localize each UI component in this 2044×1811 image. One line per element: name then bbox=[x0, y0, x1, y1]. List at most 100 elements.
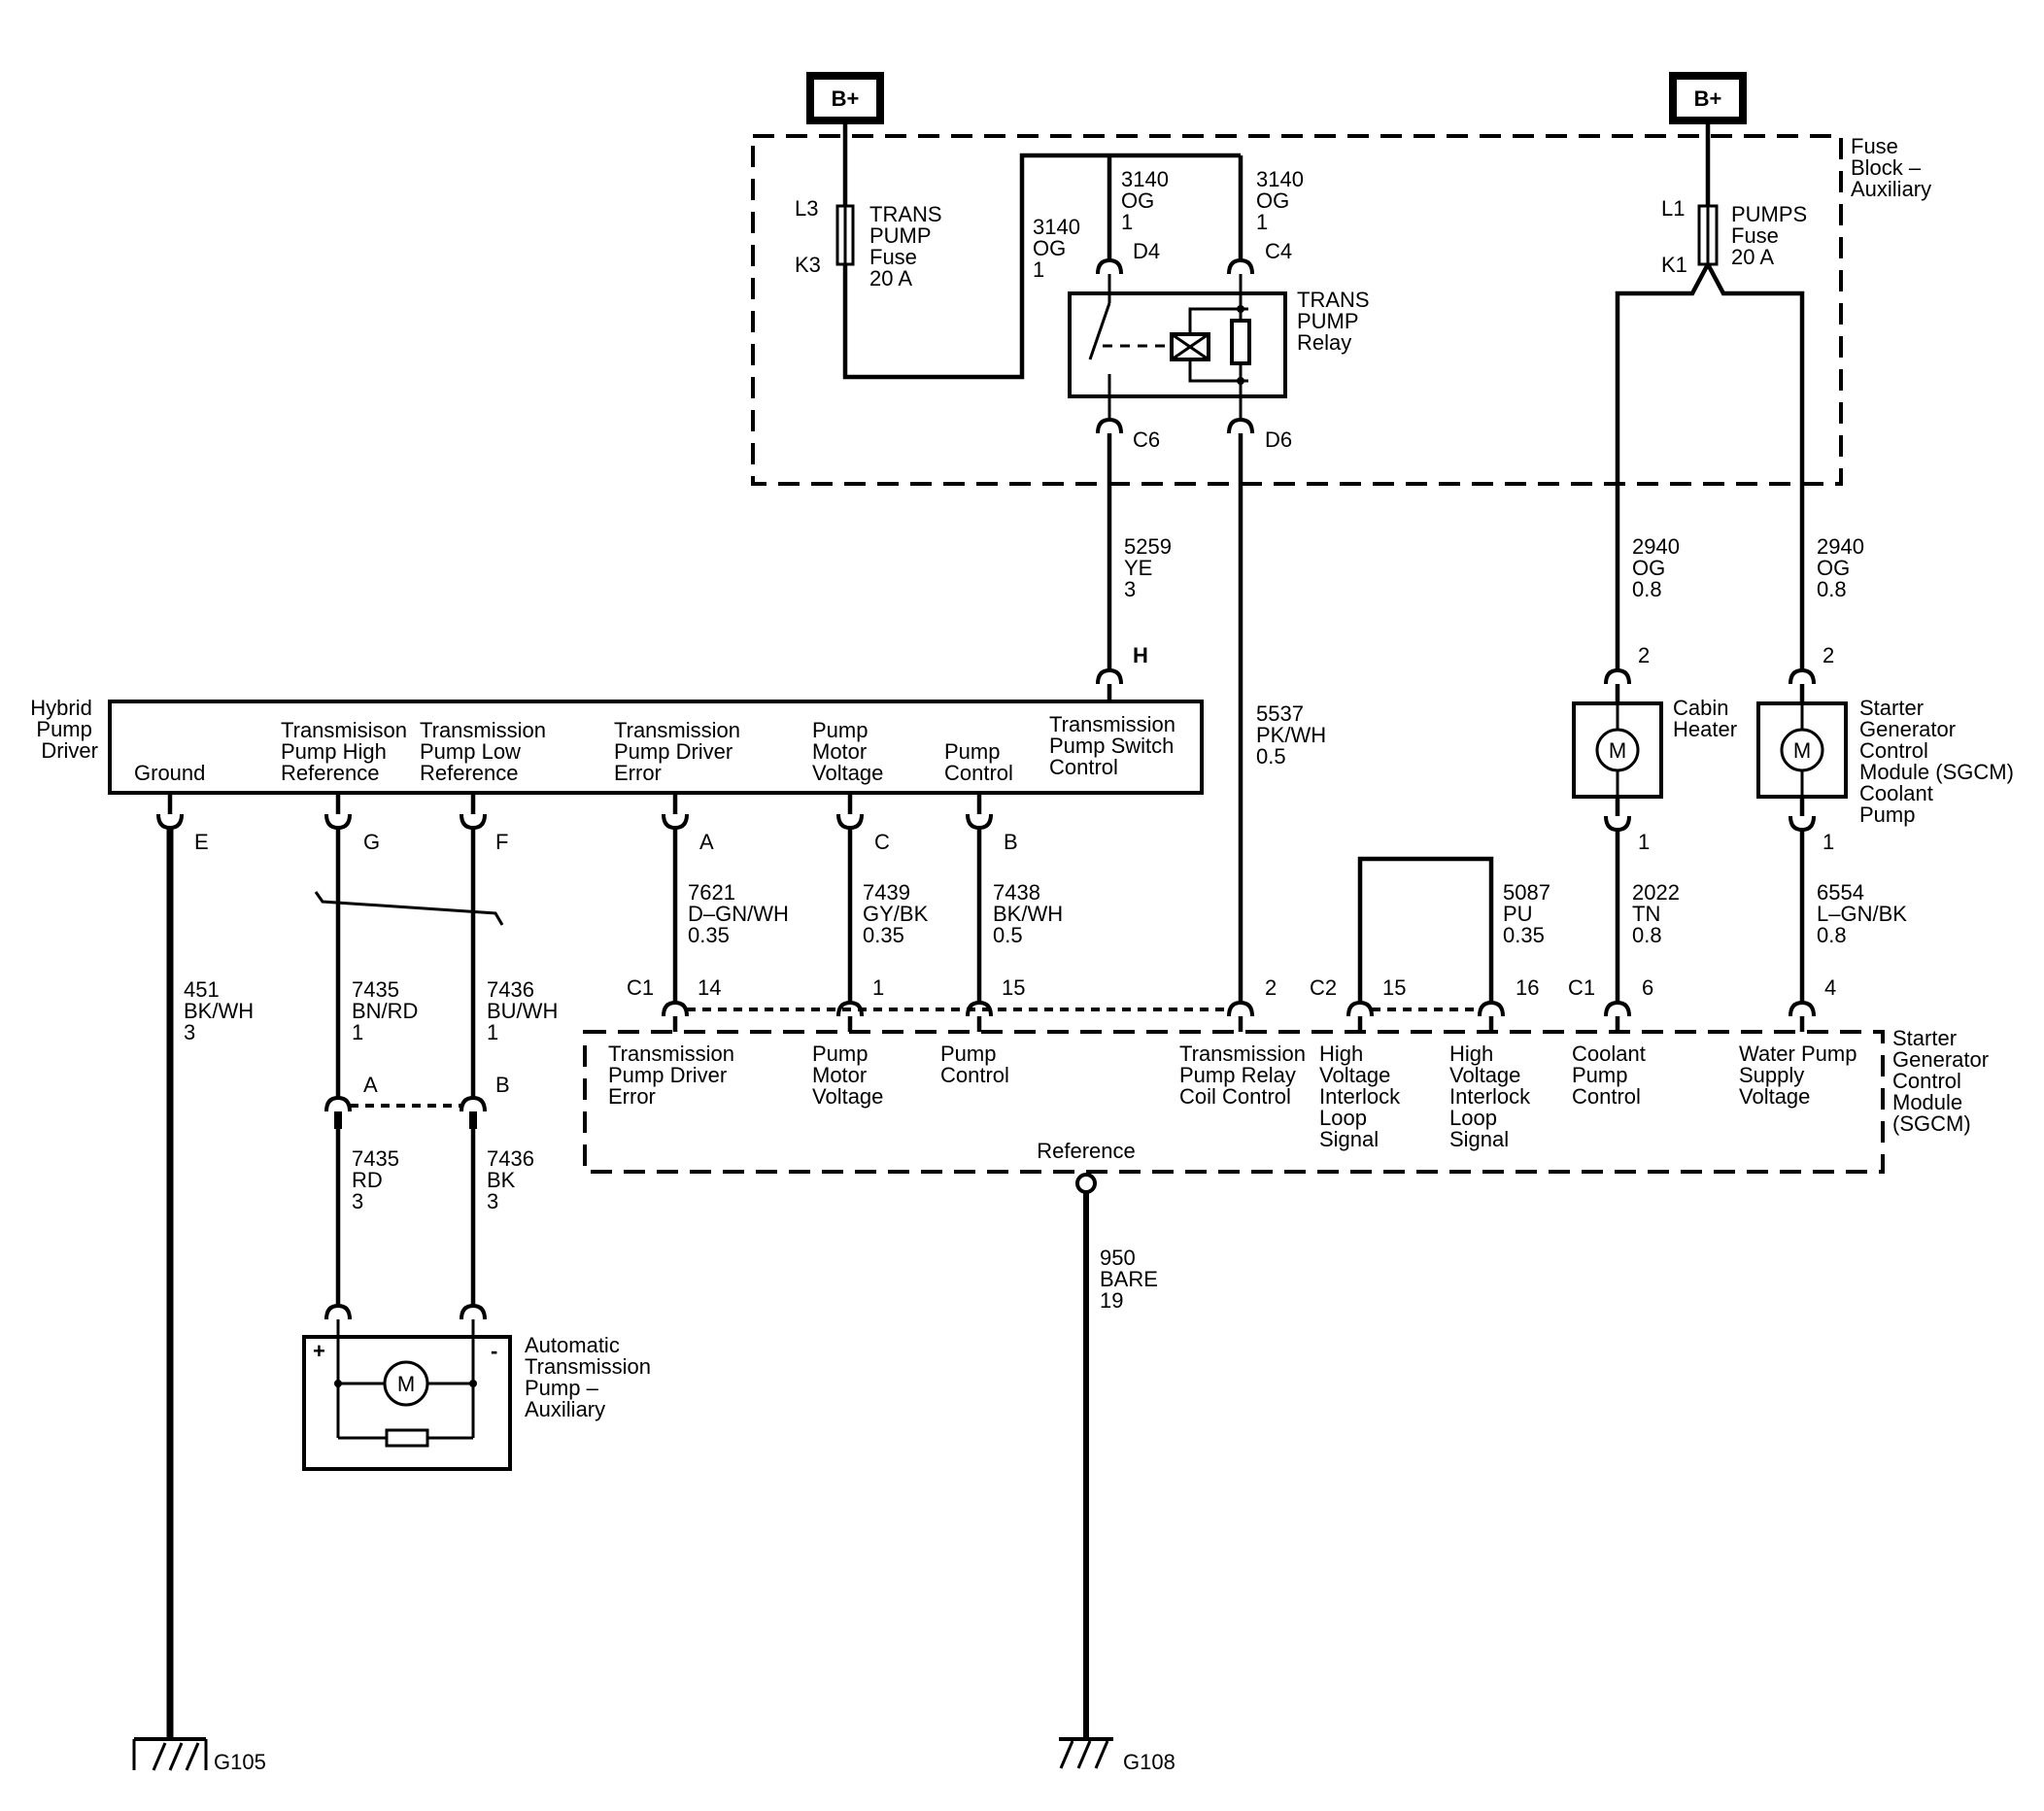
hpd-pin-a: A bbox=[699, 830, 714, 854]
wire-7435-a-label: 7435 BN/RD 1 bbox=[352, 977, 425, 1044]
connector-d6 bbox=[1227, 417, 1254, 434]
hpd-cell-driver-error: Transmission Pump Driver Error bbox=[614, 718, 746, 785]
bplus-right-label: B+ bbox=[1694, 86, 1722, 111]
cabin-heater-pin-bottom: 1 bbox=[1638, 830, 1650, 854]
sgcm-pin-15b: 15 bbox=[1382, 975, 1406, 1000]
aux-pump bbox=[302, 1303, 512, 1471]
ground-g108-symbol bbox=[1059, 1737, 1113, 1769]
coolant-pump-pin-bottom: 1 bbox=[1823, 830, 1834, 854]
hpd-pin-g: G bbox=[363, 830, 380, 854]
inline-pin-a: A bbox=[363, 1073, 378, 1097]
sgcm-cell-water-supply: Water Pump Supply Voltage bbox=[1739, 1042, 1863, 1109]
hpd-cell-switch-control: Transmission Pump Switch Control bbox=[1049, 712, 1181, 779]
sgcm-pin-15a: 15 bbox=[1002, 975, 1025, 1000]
sgcm-cell-driver-error: Transmission Pump Driver Error bbox=[608, 1042, 740, 1109]
hpd-cell-high-ref: Transmisison Pump High Reference bbox=[281, 718, 413, 785]
ground-g108-label: G108 bbox=[1123, 1750, 1175, 1774]
trans-fuse-pin-in: L3 bbox=[795, 196, 818, 221]
connector-c6 bbox=[1096, 417, 1123, 434]
sgcm-conn-c1-right: C1 bbox=[1568, 975, 1595, 1000]
connector-h bbox=[1096, 667, 1123, 685]
coolant-pump-pin-top: 2 bbox=[1823, 643, 1834, 667]
pin-d6-label: D6 bbox=[1265, 427, 1292, 452]
ground-g105-label: G105 bbox=[214, 1750, 266, 1774]
wire-7435-b-label: 7435 RD 3 bbox=[352, 1146, 405, 1213]
wire-2940-b-label: 2940 OG 0.8 bbox=[1817, 534, 1870, 601]
connector-c4 bbox=[1227, 257, 1254, 275]
hybrid-pump-driver-label: Hybrid Pump Driver bbox=[30, 696, 98, 763]
wire-6554-label: 6554 L–GN/BK 0.8 bbox=[1817, 880, 1913, 947]
connector-d4 bbox=[1096, 257, 1123, 275]
sgcm-cell-hvil-a: High Voltage Interlock Loop Signal bbox=[1319, 1042, 1406, 1151]
sgcm-boundary bbox=[583, 1030, 1885, 1174]
wire-5087-label: 5087 PU 0.35 bbox=[1503, 880, 1556, 947]
hpd-cell-motor-voltage: Pump Motor Voltage bbox=[812, 718, 883, 785]
cabin-heater-motor-symbol: M bbox=[1609, 738, 1626, 763]
pin-h-label: H bbox=[1133, 643, 1148, 667]
wire-5259-label: 5259 YE 3 bbox=[1124, 534, 1177, 601]
twisted-pair-mark bbox=[314, 891, 504, 926]
inline-pin-b: B bbox=[495, 1073, 510, 1097]
aux-minus: - bbox=[491, 1339, 497, 1363]
inline-connector bbox=[324, 1095, 487, 1129]
sgcm-coolant-pump bbox=[1756, 667, 1848, 833]
pumps-fuse-pin-in: L1 bbox=[1661, 196, 1685, 221]
trans-pump-fuse bbox=[835, 120, 1241, 380]
sgcm-connectors bbox=[662, 1000, 1816, 1032]
sgcm-cell-hvil-b: High Voltage Interlock Loop Signal bbox=[1449, 1042, 1536, 1151]
sgcm-pin-16: 16 bbox=[1516, 975, 1539, 1000]
wire-7439-label: 7439 GY/BK 0.35 bbox=[863, 880, 934, 947]
wire-5087 bbox=[1357, 856, 1494, 1003]
cabin-heater-pin-top: 2 bbox=[1638, 643, 1650, 667]
reference-terminal bbox=[1075, 1173, 1097, 1194]
wire-7436-b-label: 7436 BK 3 bbox=[487, 1146, 540, 1213]
aux-motor-symbol: M bbox=[397, 1372, 415, 1396]
hybrid-pump-driver-box bbox=[108, 700, 1204, 795]
sgcm-cell-motor-voltage: Pump Motor Voltage bbox=[812, 1042, 883, 1109]
sgcm-pin-1: 1 bbox=[872, 975, 884, 1000]
bplus-left-terminal: B+ bbox=[806, 72, 884, 124]
sgcm-pin-6: 6 bbox=[1642, 975, 1653, 1000]
hpd-cell-ground: Ground bbox=[134, 761, 205, 785]
wire-3140-b-label: 3140 OG 1 bbox=[1121, 167, 1175, 234]
wire-3140-a-label: 3140 OG 1 bbox=[1033, 215, 1086, 282]
sgcm-conn-c2: C2 bbox=[1310, 975, 1337, 1000]
wire-3140-c-label: 3140 OG 1 bbox=[1256, 167, 1310, 234]
wire-2940-a-label: 2940 OG 0.8 bbox=[1632, 534, 1686, 601]
sgcm-pin-4: 4 bbox=[1824, 975, 1836, 1000]
pin-d4-label: D4 bbox=[1133, 239, 1160, 263]
bplus-left-label: B+ bbox=[832, 86, 860, 111]
sgcm-cell-relay-coil: Transmission Pump Relay Coil Control bbox=[1179, 1042, 1312, 1109]
sgcm-cell-coolant-control: Coolant Pump Control bbox=[1572, 1042, 1652, 1109]
wire-7438-label: 7438 BK/WH 0.5 bbox=[993, 880, 1069, 947]
bplus-right-terminal: B+ bbox=[1669, 72, 1747, 124]
hpd-bottom-connectors bbox=[156, 793, 993, 831]
hpd-pin-c: C bbox=[874, 830, 890, 854]
coolant-pump-label: Starter Generator Control Module (SGCM) … bbox=[1859, 696, 2020, 827]
trans-pump-relay bbox=[1068, 274, 1287, 420]
pin-c4-label: C4 bbox=[1265, 239, 1292, 263]
fuse-block-label: Fuse Block – Auxiliary bbox=[1851, 134, 1931, 201]
wire-950-label: 950 BARE 19 bbox=[1100, 1246, 1164, 1313]
wire-451-label: 451 BK/WH 3 bbox=[184, 977, 259, 1044]
sgcm-cell-pump-control: Pump Control bbox=[940, 1042, 1009, 1087]
hpd-cell-pump-control: Pump Control bbox=[944, 739, 1013, 785]
hpd-pin-b: B bbox=[1004, 830, 1018, 854]
pin-c6-label: C6 bbox=[1133, 427, 1160, 452]
ground-g105-symbol bbox=[132, 1737, 208, 1771]
trans-fuse-label: TRANS PUMP Fuse 20 A bbox=[869, 202, 948, 290]
hpd-cell-low-ref: Transmission Pump Low Reference bbox=[420, 718, 552, 785]
wire-7436-a-label: 7436 BU/WH 1 bbox=[487, 977, 563, 1044]
pumps-fuse-pin-out: K1 bbox=[1661, 253, 1687, 277]
cabin-heater-label: Cabin Heater bbox=[1673, 696, 1737, 741]
fuse-block-boundary bbox=[751, 134, 1843, 486]
sgcm-reference-label: Reference bbox=[1037, 1139, 1136, 1163]
sgcm-pin-2: 2 bbox=[1265, 975, 1277, 1000]
pumps-fuse bbox=[1615, 120, 1805, 670]
wire-2022-label: 2022 TN 0.8 bbox=[1632, 880, 1686, 947]
aux-pump-label: Automatic Transmission Pump – Auxiliary bbox=[525, 1333, 657, 1421]
relay-label: TRANS PUMP Relay bbox=[1297, 288, 1376, 355]
hpd-pin-e: E bbox=[194, 830, 209, 854]
cabin-heater bbox=[1572, 667, 1663, 833]
